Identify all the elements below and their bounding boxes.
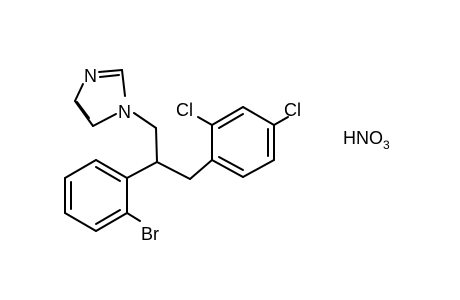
atom-n-imine: N — [84, 66, 97, 86]
bond-c-br — [126, 212, 141, 222]
bond-ar5 — [242, 159, 275, 178]
bond-c4-c5-double — [76, 101, 90, 119]
bond-ch2-ch — [155, 127, 158, 163]
bond-ch-ch2-benzyl — [156, 161, 191, 180]
bromophenyl-ring — [64, 159, 141, 232]
salt-formula: HNO3 — [343, 128, 390, 152]
bond-br-inner-a — [95, 166, 121, 182]
bond-c-cl-ortho — [197, 116, 213, 126]
bond-br1 — [95, 159, 128, 179]
bond-br4 — [64, 212, 97, 232]
bond-c5-c4 — [74, 100, 94, 127]
atom-cl-ortho: Cl — [176, 100, 193, 120]
atom-br: Br — [141, 224, 159, 244]
bond-ar-inner-a — [218, 113, 244, 129]
bond-ch-aryl — [126, 161, 158, 179]
alkyl-chain — [126, 112, 213, 180]
imidazole-ring — [74, 69, 126, 127]
bond-ar3 — [242, 106, 275, 126]
atom-cl-para: Cl — [284, 100, 301, 120]
bond-br2 — [64, 159, 97, 179]
bond-n1-c5 — [92, 113, 117, 127]
bond-br-inner-c — [95, 209, 121, 225]
bond-c2-n3-double — [99, 74, 120, 78]
bond-ch2-dichlorophenyl — [189, 159, 213, 180]
bond-c2-n1 — [121, 69, 126, 97]
bond-c-cl-para — [273, 116, 289, 126]
atom-n-imidazole: N — [118, 102, 131, 122]
bond-ar2 — [211, 106, 244, 126]
bond-ar-inner-c — [218, 156, 244, 171]
bond-br5 — [95, 212, 128, 232]
bond-c2-n3 — [98, 69, 123, 73]
salt-formula-subscript: 3 — [383, 138, 390, 152]
dichlorophenyl-ring — [197, 106, 289, 178]
bond-c4-n3 — [74, 83, 84, 102]
bond-n1-ch2 — [133, 112, 157, 129]
bond-ar6 — [211, 159, 244, 178]
salt-formula-main: HNO — [343, 128, 383, 148]
